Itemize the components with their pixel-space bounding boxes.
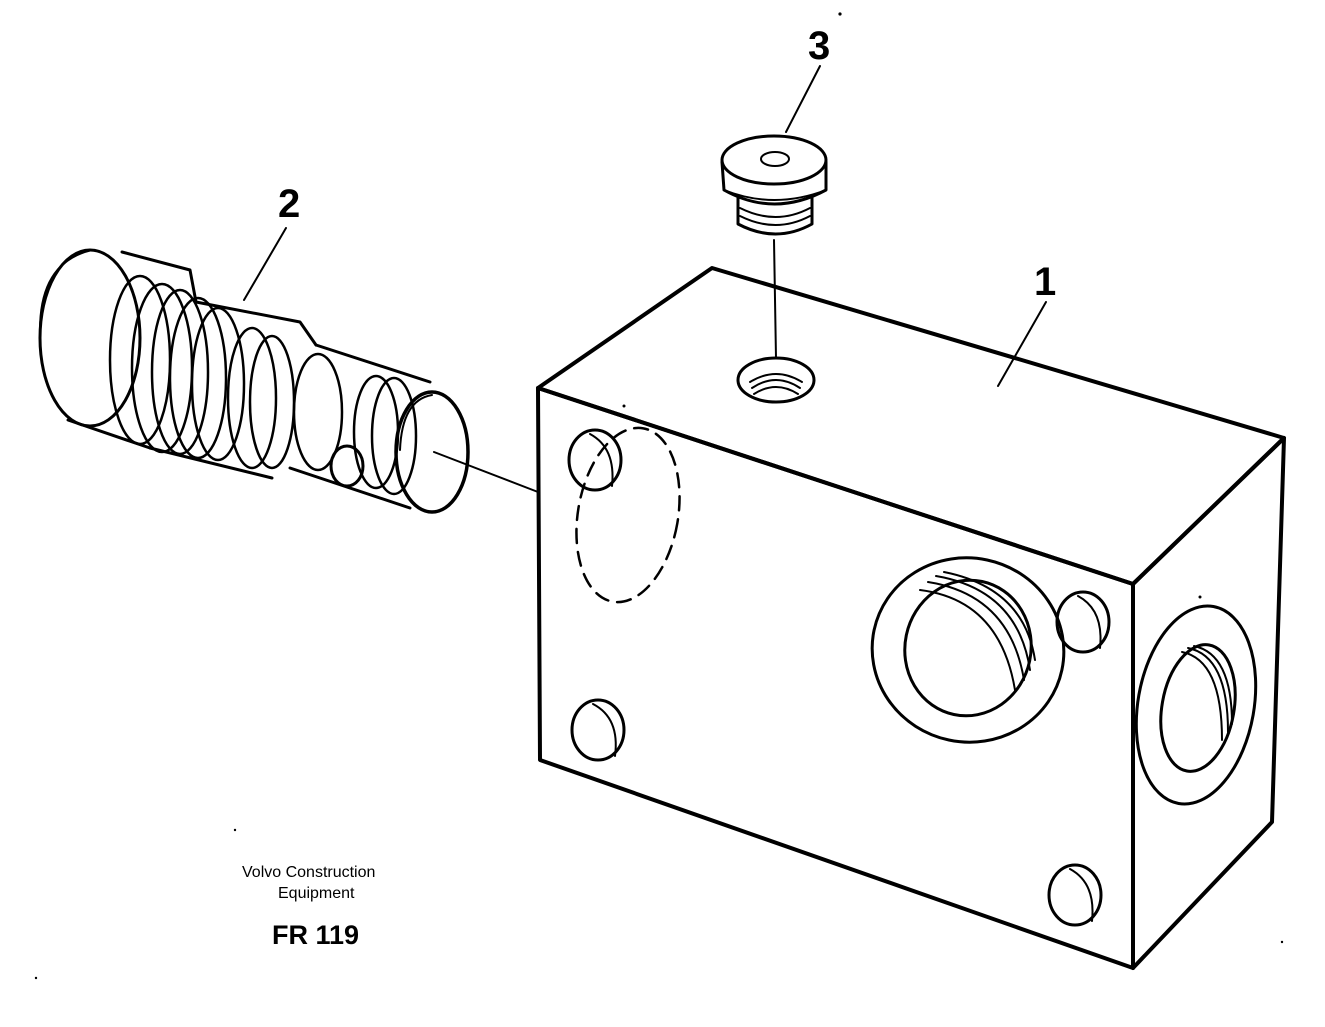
valve-block-right-face [1131,436,1286,970]
leader-line-3 [785,65,821,133]
assembly-lines [243,65,1047,493]
front-threaded-port [870,556,1066,744]
mounting-hole-bottom-left [570,698,626,762]
figure-code: FR 119 [272,920,360,950]
cartridge-head-face [38,248,142,428]
cartridge-tip-face [394,390,470,514]
plug-top-face [720,134,828,186]
mounting-hole-top-left [567,428,623,492]
plug-assembly-line [773,239,777,359]
callout-cartridge: 2 [278,182,301,226]
callout-block: 1 [1034,260,1057,304]
valve-block [536,266,1286,970]
top-threaded-port [736,356,816,404]
mounting-hole-bottom-right [1047,863,1103,927]
plug-hex-socket [760,151,790,167]
side-threaded-port [1134,604,1258,806]
leader-line-2 [243,227,287,301]
cartridge-assembly-line [433,451,539,493]
leader-line-1 [997,301,1047,387]
callout-plug: 3 [808,24,831,68]
hidden-cartridge-cavity [575,426,681,604]
plug [720,134,828,236]
maker-name-line-2: Equipment [278,885,355,902]
mounting-hole-mid-right [1055,590,1111,654]
cartridge-side-port [329,444,365,488]
cartridge-valve [38,248,470,514]
maker-name-line-1: Volvo Construction [242,864,376,881]
valve-block-front-face [536,386,1135,970]
